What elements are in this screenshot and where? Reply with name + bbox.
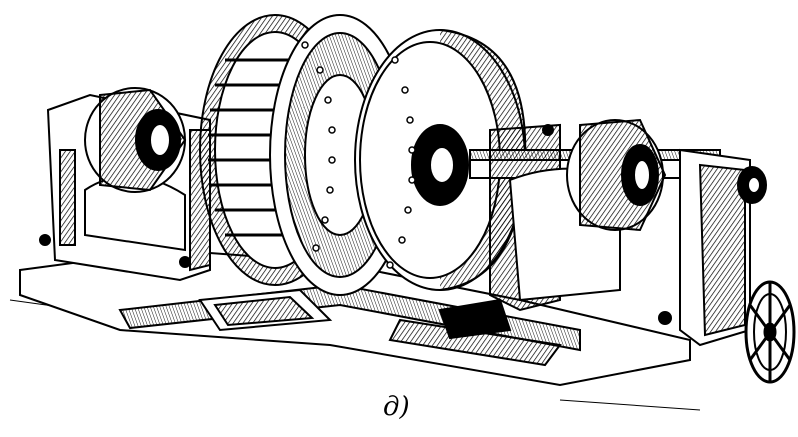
handwheel bbox=[744, 280, 796, 384]
shaft-coupling bbox=[737, 166, 767, 204]
base-plate bbox=[19, 248, 691, 387]
left-pulley bbox=[84, 87, 187, 193]
right-pulley bbox=[566, 118, 667, 232]
rotor-wheel-front bbox=[354, 29, 527, 291]
bolt-holes bbox=[301, 41, 416, 269]
figure-caption: д) bbox=[383, 392, 410, 422]
